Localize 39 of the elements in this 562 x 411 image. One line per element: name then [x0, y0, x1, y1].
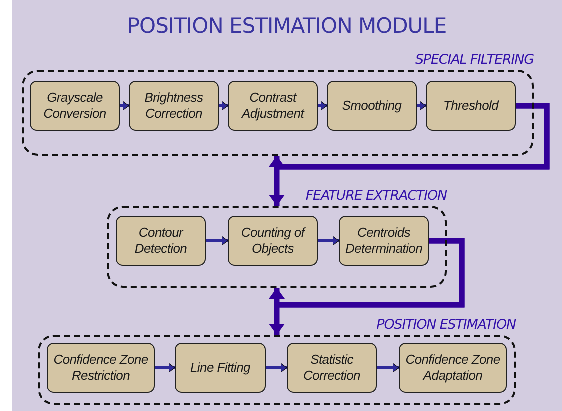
step-label: Counting of Objects: [240, 225, 307, 257]
arrow: [266, 363, 288, 373]
thick-arrow: [269, 238, 465, 335]
step-label: Contrast Adjustment: [240, 90, 306, 122]
process-box: [339, 216, 429, 266]
arrow: [219, 101, 228, 111]
process-box: [327, 81, 417, 131]
arrow: [120, 101, 130, 111]
step-label: Grayscale Conversion: [42, 90, 108, 122]
step-label: Brightness Correction: [144, 90, 204, 122]
group-heading: POSITION ESTIMATION: [376, 317, 516, 333]
step-label: Threshold: [443, 98, 499, 114]
diagram-title: POSITION ESTIMATION MODULE: [126, 14, 448, 38]
process-box: [228, 81, 318, 131]
process-box: [47, 343, 155, 393]
process-box: [426, 81, 516, 131]
process-box: [399, 343, 507, 393]
step-label: Confidence Zone Restriction: [52, 352, 150, 384]
step-label: Smoothing: [342, 98, 402, 114]
arrow: [155, 363, 176, 373]
step-label: Confidence Zone Adaptation: [404, 352, 502, 384]
arrow: [206, 236, 228, 246]
process-box: [129, 81, 219, 131]
process-box: [287, 343, 377, 393]
arrow: [417, 101, 426, 111]
group-heading: SPECIAL FILTERING: [415, 52, 534, 68]
arrow: [318, 101, 328, 111]
step-label: Line Fitting: [190, 360, 250, 376]
arrow: [377, 363, 400, 373]
step-label: Centroids Determination: [344, 225, 424, 257]
step-label: Contour Detection: [134, 225, 188, 257]
process-box: [30, 81, 120, 131]
group-heading: FEATURE EXTRACTION: [306, 188, 447, 204]
step-label: Statistic Correction: [302, 352, 362, 384]
process-box: [228, 216, 318, 266]
thick-arrow: [269, 103, 550, 206]
process-box: [116, 216, 206, 266]
arrow: [318, 236, 340, 246]
process-box: [175, 343, 266, 393]
